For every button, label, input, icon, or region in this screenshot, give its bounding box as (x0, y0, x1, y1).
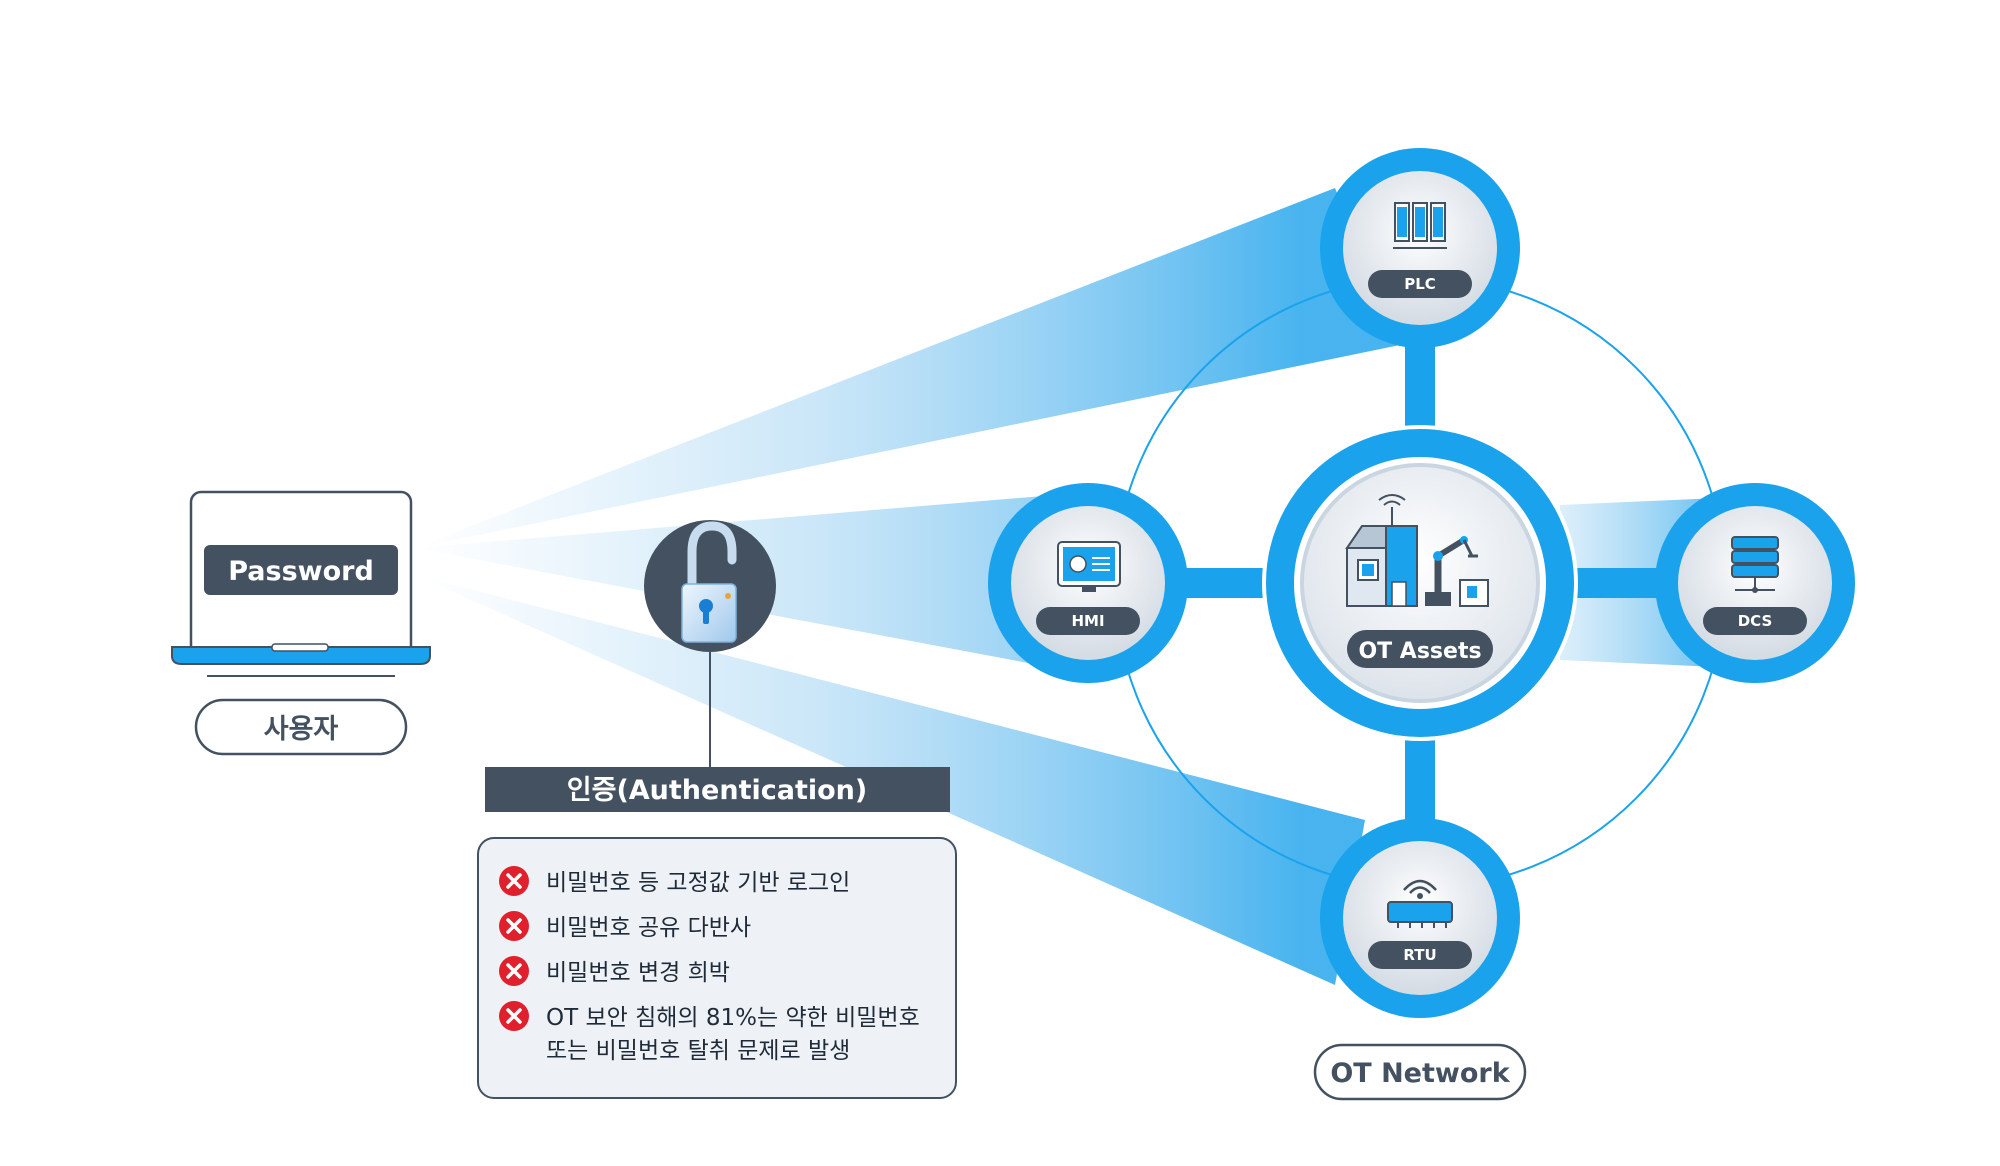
node-label-plc: PLC (1404, 275, 1436, 293)
issue-text: 비밀번호 등 고정값 기반 로그인 (546, 870, 850, 896)
node-dcs: DCS (1655, 483, 1855, 683)
beam-plc (415, 188, 1400, 548)
center-outer-ring (1266, 429, 1574, 737)
dcs-icon (1731, 536, 1779, 593)
auth-title-bar (485, 767, 950, 812)
issue-text-line2: 또는 비밀번호 탈취 문제로 발생 (546, 1038, 850, 1064)
password-field (204, 545, 398, 595)
user-caption: 사용자 (264, 714, 339, 745)
issue-item: 비밀번호 공유 다반사 (499, 911, 751, 941)
node-label-rtu: RTU (1403, 946, 1436, 964)
center-label: OT Assets (1358, 639, 1481, 664)
issues-box (477, 837, 957, 1099)
factory-icon (1345, 494, 1418, 607)
hmi-icon (1057, 541, 1121, 592)
user-pill (194, 698, 408, 756)
unlock-icon (644, 520, 776, 652)
issue-item: 비밀번호 등 고정값 기반 로그인 (499, 866, 850, 896)
robot-arm-icon (1425, 536, 1489, 607)
node-hmi: HMI (988, 483, 1188, 683)
network-caption: OT Network (1330, 1058, 1510, 1089)
issue-item: 비밀번호 변경 희박 (499, 956, 730, 986)
node-label-hmi: HMI (1071, 612, 1104, 630)
issue-item: OT 보안 침해의 81%는 약한 비밀번호 또는 비밀번호 탈취 문제로 발생 (499, 1001, 920, 1064)
rtu-icon (1387, 879, 1453, 928)
issue-text: OT 보안 침해의 81%는 약한 비밀번호 (546, 1005, 920, 1031)
node-label-dcs: DCS (1738, 612, 1773, 630)
issue-text: 비밀번호 변경 희박 (546, 960, 730, 986)
node-rtu: RTU (1320, 818, 1520, 1018)
node-plc: PLC (1320, 148, 1520, 348)
network-caption-pill (1313, 1043, 1527, 1101)
issue-text: 비밀번호 공유 다반사 (546, 915, 751, 941)
password-label: Password (228, 556, 374, 587)
center-label-pill (1347, 630, 1493, 668)
ot-network: OT Assets PLC (988, 148, 1855, 1018)
auth-title: 인증(Authentication) (567, 775, 867, 806)
